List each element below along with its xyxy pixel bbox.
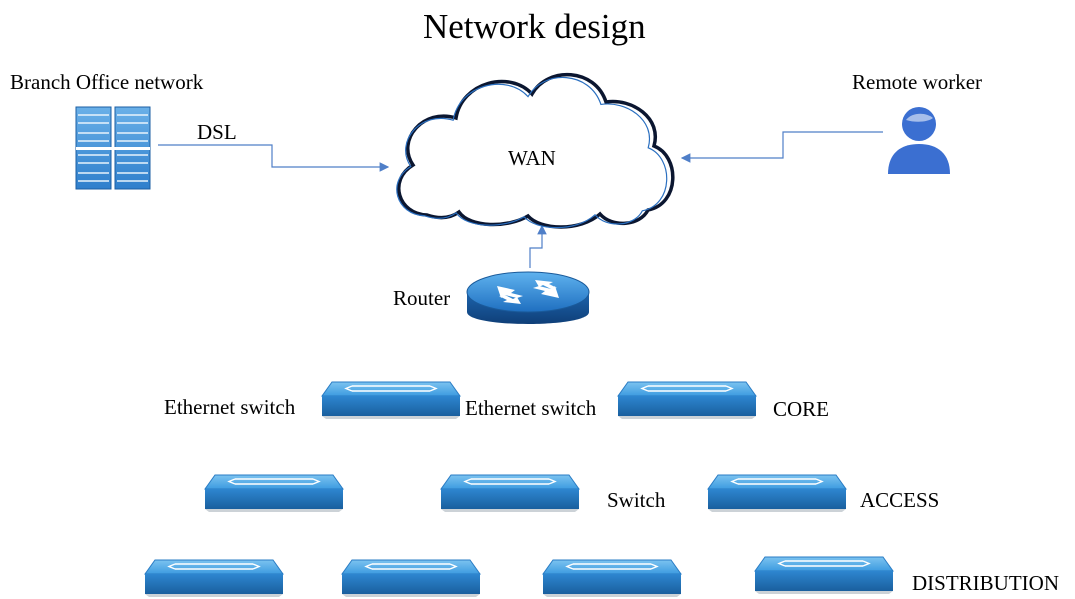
dsl-link: [158, 144, 390, 172]
distribution-label: DISTRIBUTION: [912, 571, 1059, 595]
ethernet-switch-label-2: Ethernet switch: [465, 396, 597, 420]
router-label: Router: [393, 286, 451, 310]
switch-icon: [617, 381, 757, 420]
router-icon: [466, 271, 590, 324]
remote-link: [680, 131, 883, 163]
user-icon: [888, 107, 950, 174]
switch-icon: [204, 474, 344, 513]
switch-icon: [754, 556, 894, 595]
ethernet-switch-label-1: Ethernet switch: [164, 395, 296, 419]
switch-icon: [341, 559, 481, 598]
switch-icon: [707, 474, 847, 513]
switch-label: Switch: [607, 488, 666, 512]
cloud-icon: [396, 72, 675, 229]
access-label: ACCESS: [860, 488, 940, 512]
router-link: [529, 224, 547, 268]
switch-icon: [144, 559, 284, 598]
server-icon: [75, 106, 151, 190]
core-label: CORE: [773, 397, 830, 421]
branch-office-label: Branch Office network: [10, 70, 204, 94]
remote-worker-label: Remote worker: [852, 70, 983, 94]
page-title: Network design: [423, 7, 646, 46]
switch-icon: [542, 559, 682, 598]
switch-icon: [321, 381, 461, 420]
dsl-label: DSL: [197, 120, 237, 144]
wan-label: WAN: [508, 146, 556, 170]
switch-icon: [440, 474, 580, 513]
